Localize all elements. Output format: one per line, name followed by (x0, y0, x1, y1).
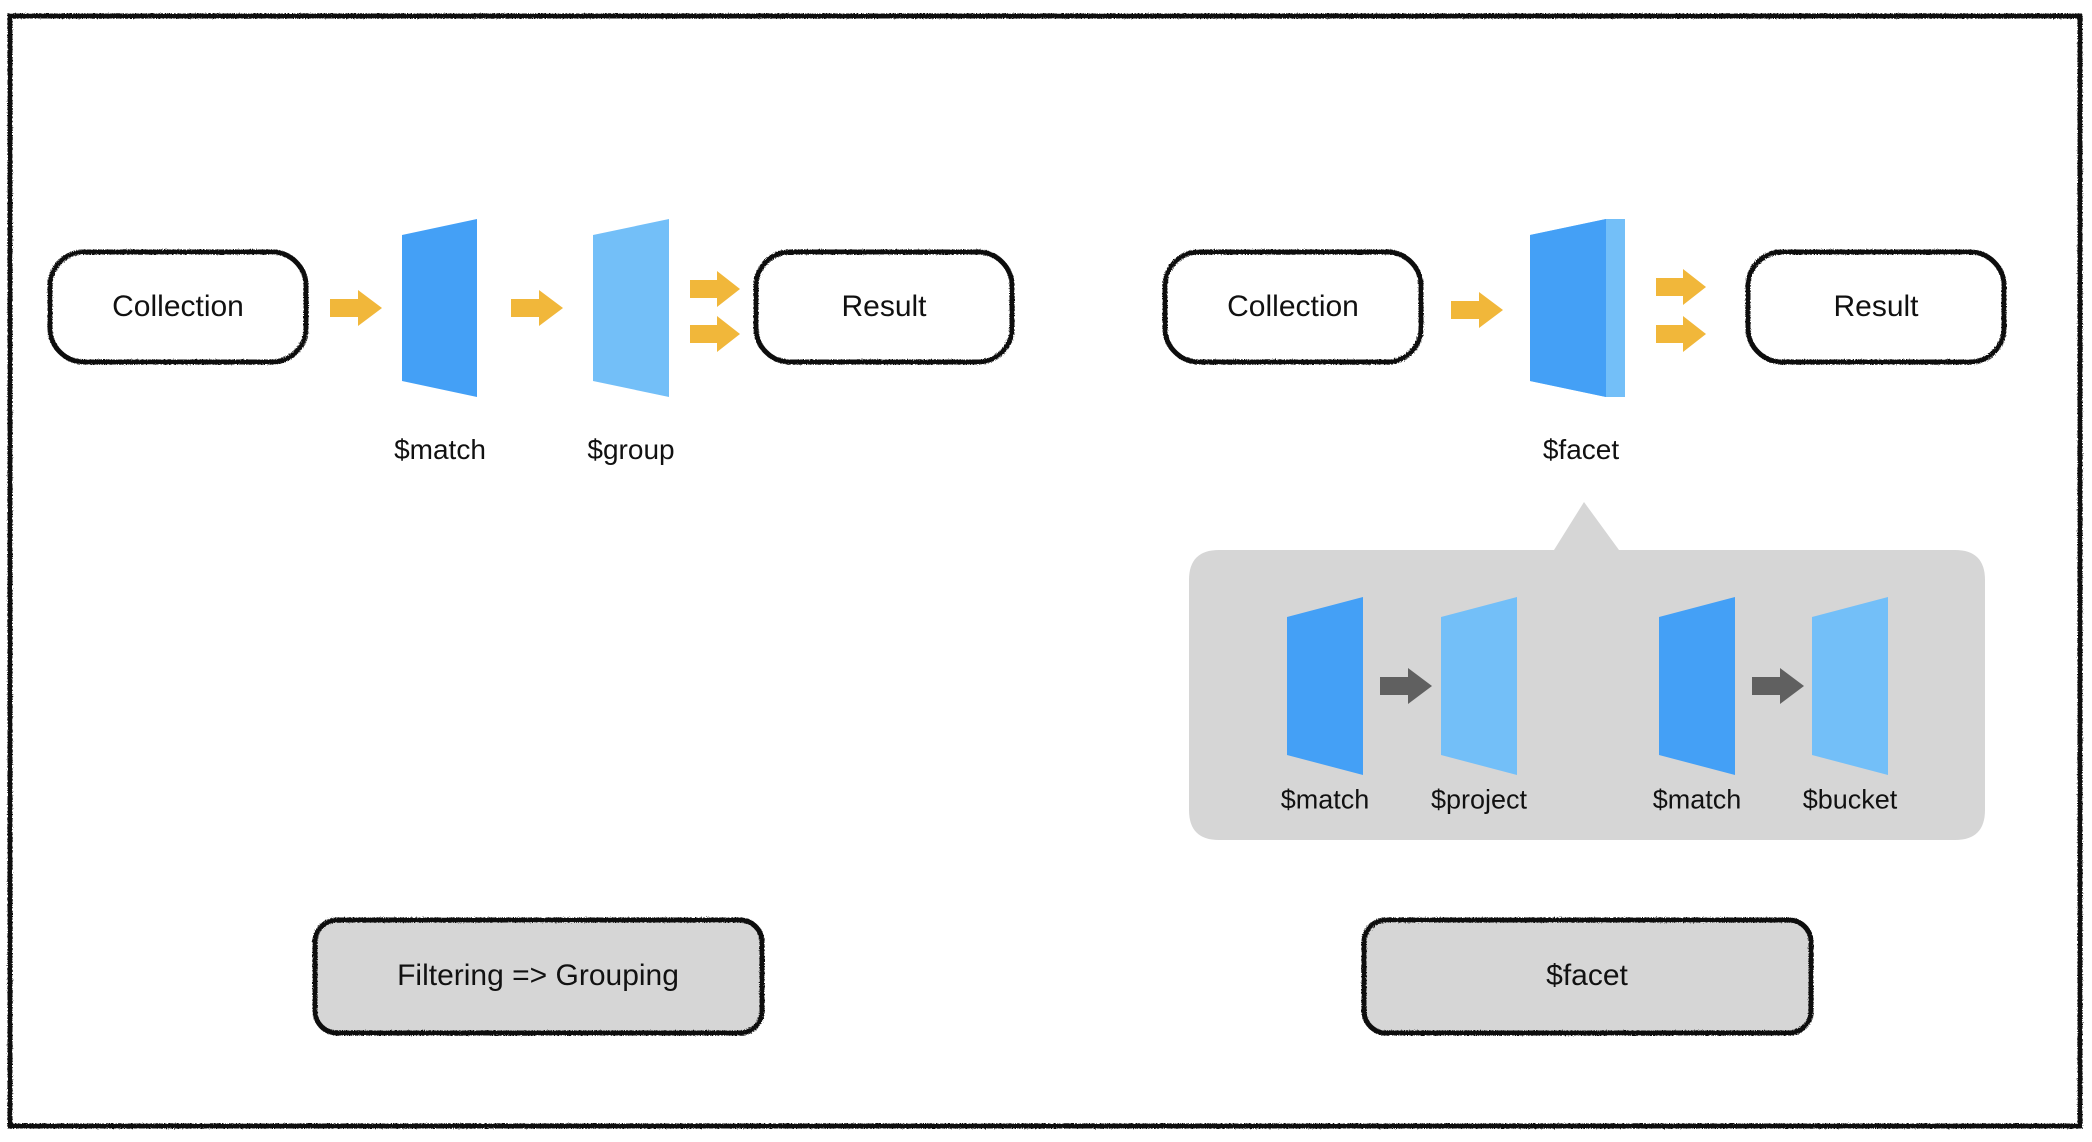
left-result-label: Result (841, 290, 927, 323)
left-caption-box (312, 917, 765, 1036)
sub2-bucket-label: $bucket (1802, 784, 1898, 815)
left-arrow-collection-to-match (330, 290, 382, 326)
right-caption-label: $facet (1546, 959, 1628, 992)
right-arrow-facet-to-result-top (1656, 269, 1706, 305)
left-group-stage-shape (593, 219, 669, 397)
sub2-match-label: $match (1652, 784, 1742, 815)
right-collection-box (1162, 249, 1424, 365)
sub1-project-stage-shape (1441, 597, 1517, 775)
left-group-label: $group (587, 434, 675, 465)
left-match-stage-shape (402, 219, 477, 397)
left-caption-label: Filtering => Grouping (397, 959, 679, 992)
right-result-label: Result (1833, 290, 1919, 323)
sub1-match-label: $match (1280, 784, 1370, 815)
sub2-arrow (1752, 668, 1804, 704)
right-collection-label: Collection (1227, 290, 1359, 323)
right-result-box (1745, 249, 2007, 365)
sub2-match-stage-shape (1659, 597, 1735, 775)
right-arrow-collection-to-facet (1451, 292, 1503, 328)
left-arrow-group-to-result-bottom (690, 316, 740, 352)
left-collection-box (47, 249, 309, 365)
outer-frame (7, 13, 2083, 1129)
sub1-arrow (1380, 668, 1432, 704)
left-match-label: $match (394, 434, 486, 465)
left-arrow-group-to-result-top (690, 271, 740, 307)
left-arrow-match-to-group (511, 290, 563, 326)
left-result-box (753, 249, 1015, 365)
right-arrow-facet-to-result-bottom (1656, 316, 1706, 352)
sub1-project-label: $project (1430, 784, 1528, 815)
right-facet-label: $facet (1542, 434, 1620, 465)
sub2-bucket-stage-shape (1812, 597, 1888, 775)
sub1-match-stage-shape (1287, 597, 1363, 775)
right-caption-box (1361, 917, 1814, 1036)
left-collection-label: Collection (112, 290, 244, 323)
right-facet-stage-front-shape (1530, 219, 1606, 397)
